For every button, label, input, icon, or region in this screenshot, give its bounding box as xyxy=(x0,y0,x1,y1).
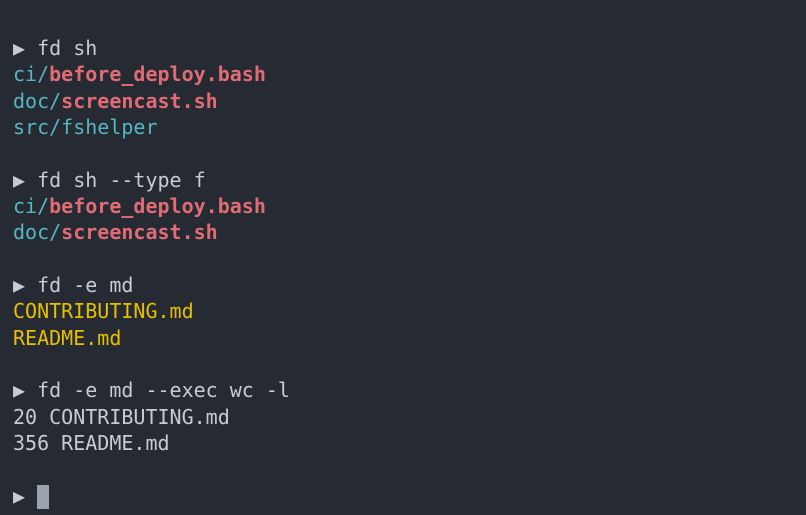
command-text: fd sh --type f xyxy=(37,167,206,192)
prompt-icon: ▶ xyxy=(13,378,26,403)
output-segment: 356 README.md xyxy=(13,431,170,456)
output-line: 356 README.md xyxy=(13,430,290,456)
prompt-line: ▶ fd sh --type f xyxy=(13,167,290,193)
output-segment: ci/ xyxy=(13,194,50,219)
output-line: doc/screencast.sh xyxy=(13,88,290,114)
output-segment: CONTRIBUTING.md xyxy=(13,299,194,324)
blank-line xyxy=(13,140,290,166)
cursor xyxy=(37,484,50,509)
prompt-icon: ▶ xyxy=(13,273,26,298)
output-line: 20 CONTRIBUTING.md xyxy=(13,404,290,430)
command-text: fd -e md --exec wc -l xyxy=(37,378,290,403)
output-segment: screencast.sh xyxy=(61,88,218,113)
command-text: fd sh xyxy=(37,36,98,60)
prompt-line: ▶ fd sh xyxy=(13,35,290,61)
output-line: README.md xyxy=(13,325,290,351)
command-text: fd -e md xyxy=(37,273,134,298)
output-line: ci/before_deploy.bash xyxy=(13,193,290,219)
prompt-line: ▶ fd -e md xyxy=(13,272,290,298)
output-segment: screencast.sh xyxy=(61,220,218,245)
prompt-icon: ▶ xyxy=(13,36,26,60)
blank-line xyxy=(13,351,290,377)
output-line: CONTRIBUTING.md xyxy=(13,298,290,324)
prompt-icon: ▶ xyxy=(13,167,26,192)
blank-line xyxy=(13,246,290,272)
output-segment: doc/ xyxy=(13,88,62,113)
output-segment: before_deploy.bash xyxy=(49,194,266,219)
prompt-line: ▶ fd -e md --exec wc -l xyxy=(13,377,290,403)
output-line: src/fshelper xyxy=(13,114,290,140)
output-segment: README.md xyxy=(13,325,122,350)
output-segment: 20 CONTRIBUTING.md xyxy=(13,404,230,429)
output-line: ci/before_deploy.bash xyxy=(13,61,290,87)
output-segment: doc/ xyxy=(13,220,62,245)
output-segment: src/fshelper xyxy=(13,115,158,140)
output-line: doc/screencast.sh xyxy=(13,219,290,245)
blank-line xyxy=(13,457,290,483)
output-segment: before_deploy.bash xyxy=(49,62,266,87)
prompt-icon: ▶ xyxy=(13,483,26,508)
output-segment: ci/ xyxy=(13,62,50,87)
active-prompt-line[interactable]: ▶ xyxy=(13,483,290,509)
